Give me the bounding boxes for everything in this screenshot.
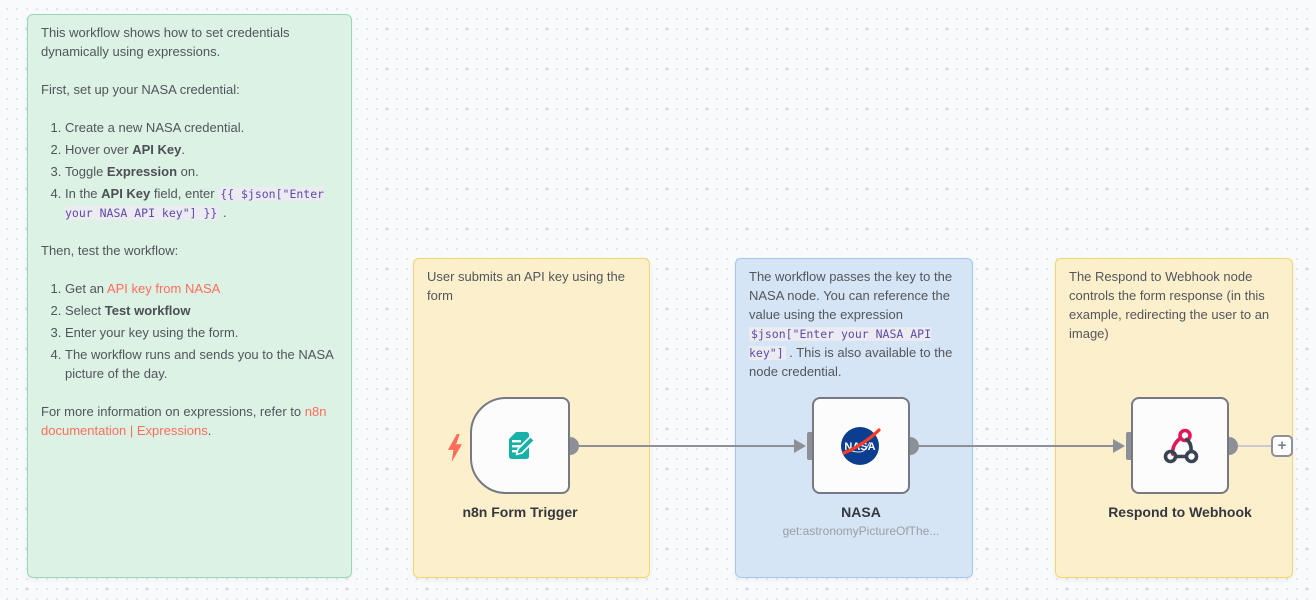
sticky-text: User submits an API key using the form xyxy=(427,269,625,303)
n8n-docs-expressions-link[interactable]: n8n documentation | Expressions xyxy=(41,403,327,438)
node-respond-webhook[interactable] xyxy=(1131,397,1229,494)
sticky-text: The workflow passes the key to the NASA … xyxy=(749,269,953,379)
credential-steps-list: Create a new NASA credential. Hover over… xyxy=(41,119,338,223)
node-sublabel-nasa: get:astronomyPictureOfThe... xyxy=(782,524,940,538)
webhook-icon xyxy=(1163,428,1199,463)
list-item: Select Test workflow xyxy=(65,302,338,321)
sticky-text: The Respond to Webhook node controls the… xyxy=(1069,269,1270,341)
list-item: Get an API key from NASA xyxy=(65,280,338,299)
list-item: Create a new NASA credential. xyxy=(65,119,338,138)
node-label-respond-webhook: Respond to Webhook xyxy=(1108,504,1252,520)
node-form-trigger[interactable] xyxy=(470,397,570,494)
list-item: Enter your key using the form. xyxy=(65,324,338,343)
test-steps-list: Get an API key from NASA Select Test wor… xyxy=(41,280,338,384)
list-item: Toggle Expression on. xyxy=(65,163,338,182)
instructions-paragraph: Then, test the workflow: xyxy=(41,242,179,258)
form-icon xyxy=(509,431,536,459)
add-node-button[interactable]: + xyxy=(1271,435,1293,457)
list-item: In the API Key field, enter {{ $json["En… xyxy=(65,185,338,223)
node-nasa[interactable]: NASA xyxy=(812,397,910,494)
list-item: Hover over API Key. xyxy=(65,141,338,160)
nasa-api-key-link[interactable]: API key from NASA xyxy=(106,280,221,296)
instructions-paragraph: For more information on expressions, ref… xyxy=(41,403,327,438)
list-item: The workflow runs and sends you to the N… xyxy=(65,346,338,384)
node-label-nasa: NASA xyxy=(841,504,881,520)
lightning-bolt-icon xyxy=(447,434,462,462)
instructions-paragraph: This workflow shows how to set credentia… xyxy=(41,25,290,59)
instructions-paragraph: First, set up your NASA credential: xyxy=(41,81,240,97)
node-label-form-trigger: n8n Form Trigger xyxy=(462,504,578,520)
sticky-note-instructions[interactable]: This workflow shows how to set credentia… xyxy=(27,14,352,578)
nasa-logo-icon: NASA xyxy=(841,426,881,465)
